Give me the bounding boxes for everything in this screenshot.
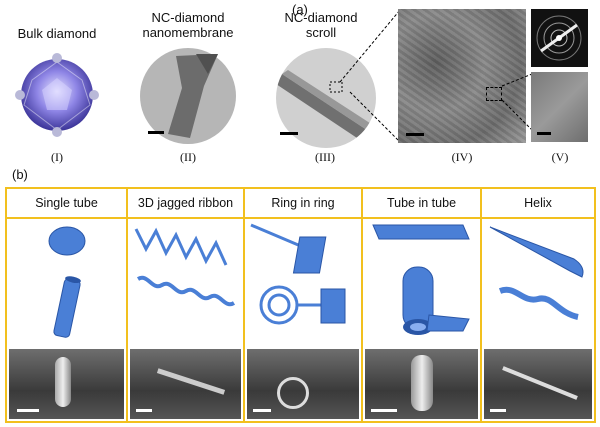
roman-label-2: (II) — [180, 150, 196, 164]
column-single-tube: Single tube — [7, 189, 128, 421]
column-title-single-tube: Single tube — [7, 189, 126, 219]
jagged-ribbon-sem-image — [130, 349, 241, 419]
column-jagged-ribbon: 3D jagged ribbon — [128, 189, 245, 421]
panel-b-label: (b) — [12, 167, 28, 182]
zoom-lines — [339, 9, 401, 143]
diffraction-pattern-image — [531, 9, 588, 67]
column-title-ring-in-ring: Ring in ring — [245, 189, 361, 219]
column-title-tube-in-tube: Tube in tube — [363, 189, 480, 219]
single-tube-sem-image — [9, 349, 124, 419]
helix-schematic — [489, 226, 584, 320]
roman-label-3: (III) — [315, 150, 335, 164]
structures-grid: Single tube 3D jagged ribbon Ring in rin… — [5, 187, 596, 423]
diamond-gem-image — [15, 53, 99, 137]
single-tube-schematic — [48, 226, 86, 338]
ring-in-ring-sem-image — [247, 349, 359, 419]
jagged-ribbon-schematic — [134, 227, 236, 307]
panel-a-label: (a) — [292, 2, 308, 17]
roman-label-1: (I) — [51, 150, 63, 164]
caption-nanomembrane: NC-diamond nanomembrane — [142, 10, 234, 40]
lattice-image — [531, 72, 588, 142]
nanomembrane-tem-image — [140, 48, 236, 144]
column-ring-in-ring: Ring in ring — [245, 189, 363, 421]
zoom-lines-2 — [501, 73, 533, 130]
scroll-tem-image — [276, 48, 376, 148]
column-helix: Helix — [482, 189, 594, 421]
roman-label-4: (IV) — [451, 150, 473, 164]
caption-scroll: NC-diamond scroll — [284, 10, 358, 40]
roman-label-5: (V) — [551, 150, 569, 164]
helix-sem-image — [484, 349, 592, 419]
tem-highres-image — [398, 9, 526, 143]
tube-in-tube-schematic — [372, 224, 470, 335]
ring-in-ring-schematic — [250, 223, 346, 325]
column-title-jagged-ribbon: 3D jagged ribbon — [128, 189, 243, 219]
column-title-helix: Helix — [482, 189, 594, 219]
column-tube-in-tube: Tube in tube — [363, 189, 482, 421]
tube-in-tube-sem-image — [365, 349, 478, 419]
caption-bulk-diamond: Bulk diamond — [17, 26, 97, 41]
